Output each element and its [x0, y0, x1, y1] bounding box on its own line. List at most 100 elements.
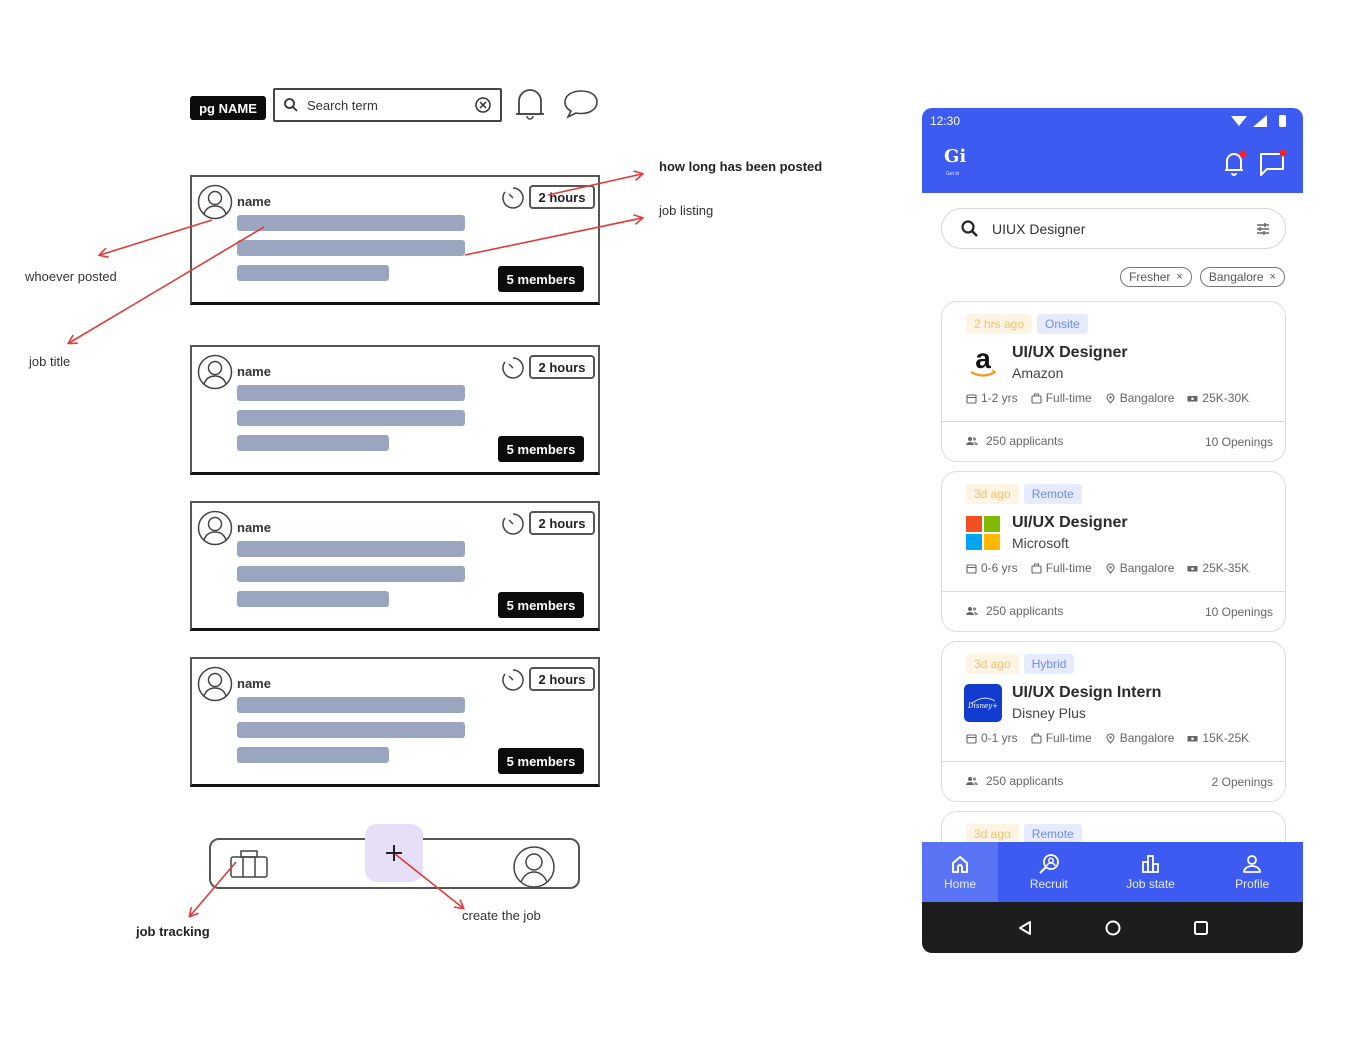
- experience: 1-2 yrs: [981, 391, 1018, 405]
- filter-chips: Fresher× Bangalore ×: [1120, 267, 1285, 287]
- filter-chip-bangalore[interactable]: Bangalore ×: [1199, 267, 1285, 287]
- nav-label: Home: [943, 877, 976, 891]
- remove-icon[interactable]: ×: [1176, 271, 1183, 283]
- notification-bell-icon[interactable]: [1222, 148, 1248, 178]
- avatar-icon: [197, 184, 233, 220]
- bottom-navigation: Home Recruit Job state Profile: [922, 842, 1303, 902]
- briefcase-icon: [1031, 563, 1042, 574]
- svg-text:Disney+: Disney+: [967, 702, 998, 710]
- job-card[interactable]: 3d ago Hybrid Disney+ UI/UX Design Inter…: [941, 641, 1286, 802]
- placeholder-line: [237, 240, 465, 256]
- location: Bangalore: [1119, 731, 1175, 745]
- company-name: Amazon: [1012, 365, 1064, 381]
- members-badge: 5 members: [498, 436, 584, 462]
- salary: 25K-35K: [1202, 561, 1250, 575]
- placeholder-job-title: [237, 541, 465, 557]
- members-badge: 5 members: [498, 592, 584, 618]
- placeholder-line: [237, 435, 389, 451]
- posted-time-badge: 2 hours: [529, 511, 595, 535]
- people-icon: [966, 607, 978, 615]
- poster-name: name: [237, 364, 271, 379]
- openings-count: 10 Openings: [1204, 435, 1273, 449]
- members-badge: 5 members: [498, 266, 584, 292]
- annotation-create-job: create the job: [462, 908, 541, 923]
- location: Bangalore: [1119, 391, 1175, 405]
- members-badge: 5 members: [498, 748, 584, 774]
- avatar-icon: [197, 510, 233, 546]
- bell-icon[interactable]: [513, 86, 547, 122]
- openings-count: 2 Openings: [1211, 775, 1273, 789]
- back-icon[interactable]: [1016, 919, 1034, 937]
- wireframe-job-card[interactable]: name 2 hours 5 members: [190, 501, 600, 631]
- home-icon: [952, 856, 968, 873]
- job-title: UI/UX Designer: [1012, 344, 1128, 361]
- search-value: UIUX Designer: [992, 220, 1086, 237]
- job-card[interactable]: 2 hrs ago Onsite a UI/UX Designer Amazon…: [941, 301, 1286, 462]
- briefcase-icon: [1031, 733, 1042, 744]
- wireframe-search-bar[interactable]: Search term: [273, 88, 502, 122]
- job-title: UI/UX Designer: [1012, 514, 1128, 531]
- signal-icon: [1253, 115, 1267, 127]
- nav-job-state[interactable]: Job state: [1100, 842, 1202, 902]
- recents-icon[interactable]: [1192, 919, 1210, 937]
- remove-icon[interactable]: ×: [1269, 271, 1276, 283]
- company-name: Microsoft: [1012, 535, 1069, 551]
- system-navigation-bar: [922, 902, 1303, 953]
- nav-label: Recruit: [1029, 877, 1068, 891]
- annotation-job-listing: job listing: [659, 203, 714, 218]
- annotation-whoever-posted: whoever posted: [25, 269, 117, 284]
- chip-label: Bangalore: [1208, 270, 1264, 284]
- home-circle-icon[interactable]: [1104, 919, 1122, 937]
- create-job-button[interactable]: [365, 824, 423, 882]
- nav-home[interactable]: Home: [922, 842, 998, 902]
- posted-age-tag: 3d ago: [966, 484, 1019, 504]
- microsoft-logo-icon: [966, 516, 1000, 550]
- profile-icon[interactable]: [512, 845, 556, 889]
- experience: 0-6 yrs: [981, 561, 1018, 575]
- job-title: UI/UX Design Intern: [1012, 684, 1162, 701]
- nav-recruit[interactable]: Recruit: [998, 842, 1100, 902]
- applicants-count: 250 applicants: [986, 434, 1064, 448]
- filter-chip-fresher[interactable]: Fresher×: [1120, 267, 1192, 287]
- calendar-icon: [966, 733, 977, 744]
- card-divider: [942, 591, 1285, 592]
- applicants-count: 250 applicants: [986, 774, 1064, 788]
- profile-icon: [1243, 855, 1262, 873]
- search-icon: [961, 219, 978, 237]
- recruit-icon: [1039, 854, 1059, 874]
- job-search-input[interactable]: UIUX Designer: [941, 208, 1286, 249]
- clear-icon[interactable]: [474, 96, 492, 114]
- app-header: 12:30 Gi Get in: [922, 108, 1303, 193]
- briefcase-icon: [1031, 393, 1042, 404]
- nav-label: Profile: [1235, 877, 1270, 891]
- job-card[interactable]: 3d ago Remote UI/UX Designer Microsoft 0…: [941, 471, 1286, 632]
- avatar-icon: [197, 666, 233, 702]
- wireframe-job-card[interactable]: name 2 hours 5 members: [190, 345, 600, 475]
- search-placeholder: Search term: [307, 97, 378, 113]
- wireframe-job-card[interactable]: name 2 hours 5 members: [190, 657, 600, 787]
- phone-mockup: 12:30 Gi Get in UIUX Designer Fresher× B…: [922, 108, 1303, 953]
- annotation-job-tracking: job tracking: [136, 924, 210, 939]
- timer-icon: [502, 669, 524, 691]
- chart-icon: [1141, 855, 1159, 873]
- message-dot: [1279, 149, 1287, 157]
- wireframe-job-card[interactable]: name 2 hours 5 members: [190, 175, 600, 305]
- avatar-icon: [197, 354, 233, 390]
- timer-icon: [502, 357, 524, 379]
- salary: 15K-25K: [1202, 731, 1250, 745]
- timer-icon: [502, 513, 524, 535]
- location: Bangalore: [1119, 561, 1175, 575]
- nav-profile[interactable]: Profile: [1201, 842, 1303, 902]
- work-mode-tag: Hybrid: [1023, 654, 1075, 674]
- wireframe-logo: pg NAME: [190, 96, 266, 120]
- posted-time-badge: 2 hours: [529, 185, 595, 209]
- card-divider: [942, 761, 1285, 762]
- filter-icon[interactable]: [1255, 221, 1271, 237]
- search-icon: [284, 98, 298, 112]
- chat-icon[interactable]: [562, 88, 600, 120]
- salary-icon: [1187, 395, 1198, 401]
- people-icon: [966, 777, 978, 785]
- briefcase-icon[interactable]: [229, 848, 269, 880]
- experience: 0-1 yrs: [981, 731, 1018, 745]
- message-icon[interactable]: [1258, 148, 1288, 178]
